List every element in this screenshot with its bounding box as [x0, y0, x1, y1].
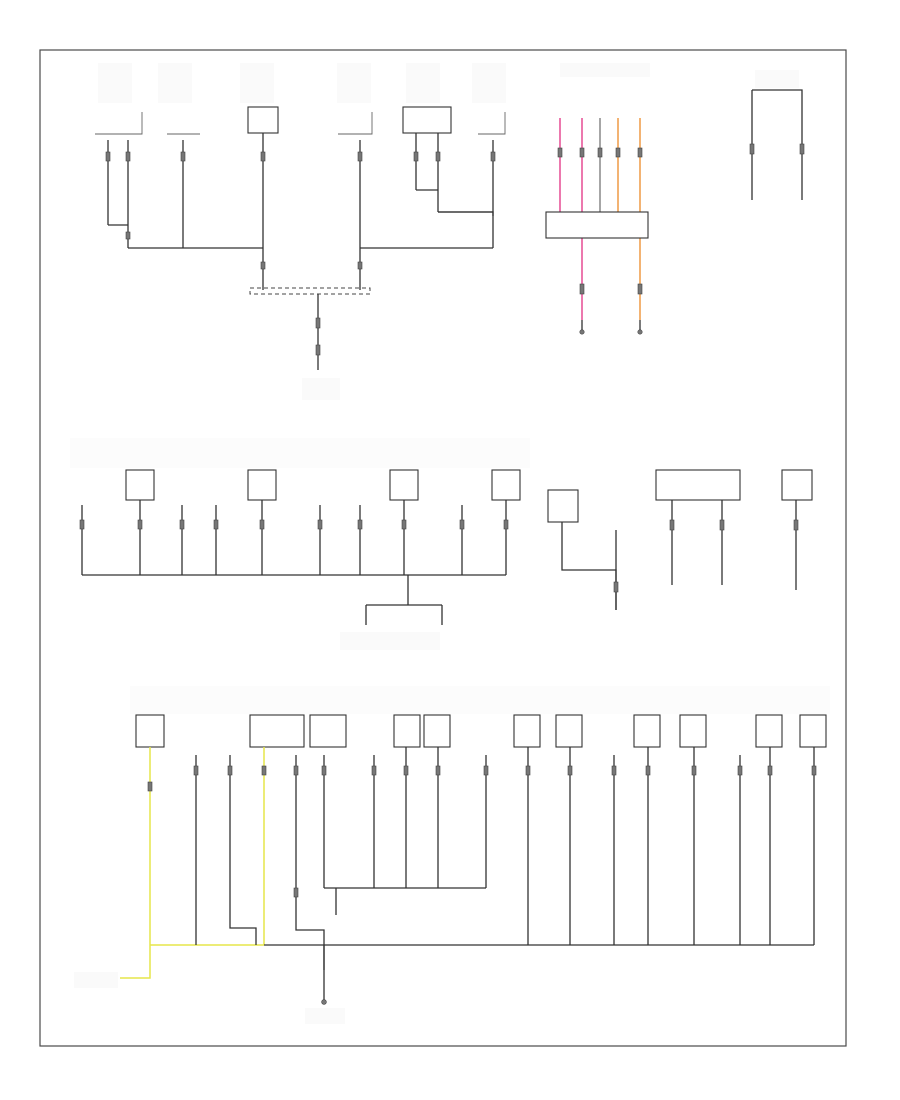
- component-box: [755, 714, 783, 748]
- component-box: [799, 714, 827, 748]
- component-box: [125, 469, 155, 501]
- component-box: [402, 106, 452, 134]
- middle-section: [70, 438, 530, 650]
- connector-markers: [105, 151, 496, 270]
- ground-point: [579, 329, 585, 335]
- junction-connector: [249, 287, 371, 295]
- component-box: [655, 469, 741, 501]
- ground-label-block: [302, 378, 340, 400]
- component-box: [247, 106, 279, 134]
- top-component-labels: [98, 63, 506, 103]
- component-box: [633, 714, 661, 748]
- middle-right-section: [547, 469, 813, 610]
- component-box: [781, 469, 813, 501]
- component-box: [247, 469, 277, 501]
- component-box: [547, 489, 579, 523]
- component-box: [135, 714, 165, 748]
- component-box: [393, 714, 421, 748]
- component-box: [513, 714, 541, 748]
- component-box: [679, 714, 707, 748]
- component-box: [249, 714, 305, 748]
- bottom-section: [74, 686, 830, 1024]
- component-box: [555, 714, 583, 748]
- connector-block: [545, 211, 649, 239]
- ground-point: [637, 329, 643, 335]
- diagram-frame: [39, 49, 847, 1047]
- ground-point: [321, 999, 327, 1005]
- component-box: [491, 469, 521, 501]
- component-box: [423, 714, 451, 748]
- component-box: [389, 469, 419, 501]
- component-box: [309, 714, 347, 748]
- top-right-section: [545, 63, 805, 335]
- top-left-section: [95, 63, 506, 400]
